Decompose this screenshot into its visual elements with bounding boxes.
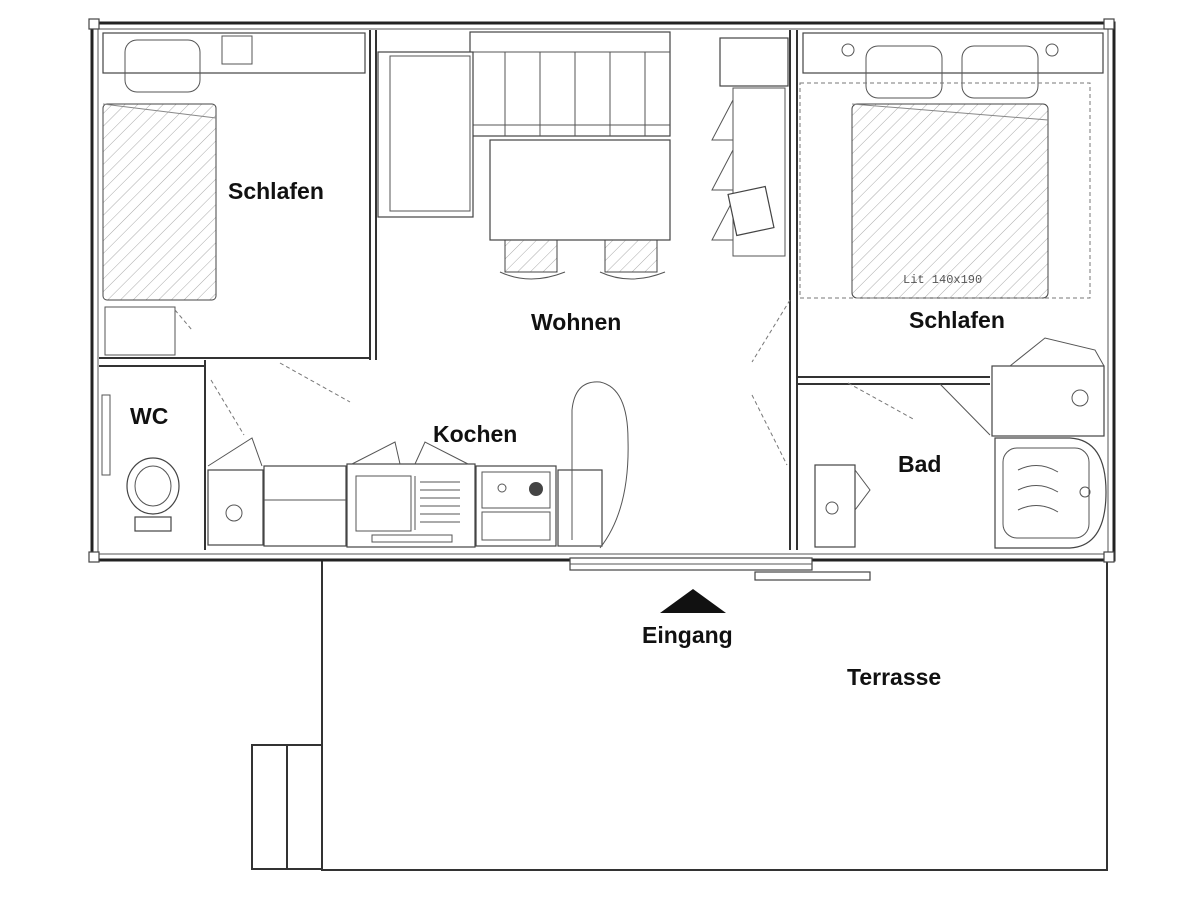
bath-cabinet [991,337,1105,437]
kitchen-cabinet [207,437,603,547]
room-label-schlafen-left: Schlafen [228,178,324,204]
shower [994,437,1107,549]
wardrobe [711,37,789,257]
kitchen-counter [263,463,476,548]
interior-walls [99,30,990,550]
entrance-label: Eingang [642,622,733,648]
room-label-wohnen: Wohnen [531,309,622,335]
fridge-arc [571,381,629,549]
bed-left [102,32,366,356]
bench-seating [377,31,671,218]
room-label-schlafen-right: Schlafen [909,307,1005,333]
dining-chairs [499,239,666,280]
door-swings [210,299,991,466]
bed-size-label: Lit 140x190 [903,273,982,287]
wc-sink [207,469,264,546]
entrance-door [569,557,871,581]
room-label-kochen: Kochen [433,421,518,447]
entrance-arrow-icon [660,589,726,613]
terrace [321,560,1108,871]
room-label-terrasse: Terrasse [847,664,942,690]
room-label-wc: WC [130,403,169,429]
terrace-steps [251,744,323,870]
bath-sink [814,464,871,548]
dining-table [489,139,671,241]
room-label-bad: Bad [898,451,942,477]
bed-right [799,32,1104,299]
toilet [101,394,180,532]
stove [475,465,557,547]
